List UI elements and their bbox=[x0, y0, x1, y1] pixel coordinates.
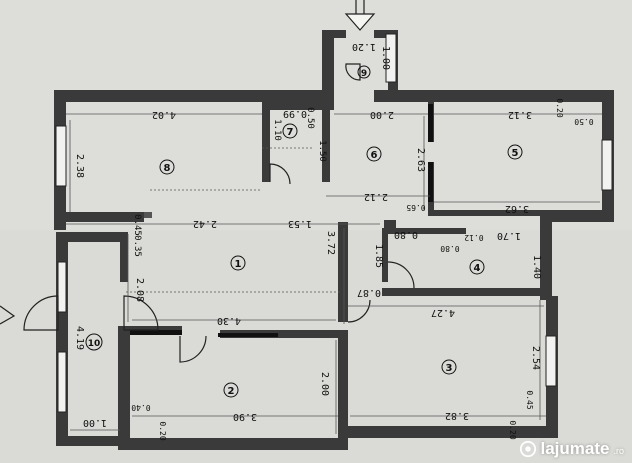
room-label-4: 4 bbox=[469, 259, 485, 275]
dim-2-00-r2: 2.00 bbox=[319, 372, 330, 396]
dim-2-00-hall: 2.00 bbox=[370, 109, 394, 120]
dimension-labels: 1.20 1.00 4.02 0.99 0.50 1.10 1.50 2.00 … bbox=[74, 41, 594, 441]
dim-0-20-a: 0.20 bbox=[555, 98, 564, 117]
dim-0-35: 0.35 bbox=[132, 235, 142, 257]
dim-0-12: 0.12 bbox=[464, 233, 483, 242]
dim-0-45: 0.45 bbox=[132, 214, 142, 236]
dim-1-20: 1.20 bbox=[352, 41, 376, 52]
svg-text:2: 2 bbox=[228, 386, 235, 397]
svg-text:1: 1 bbox=[235, 259, 242, 270]
room-label-6: 6 bbox=[366, 146, 382, 162]
svg-text:10: 10 bbox=[88, 339, 101, 349]
dim-0-80-a: 0.80 bbox=[394, 229, 418, 240]
entrance-arrow-icon bbox=[344, 0, 376, 31]
svg-text:9: 9 bbox=[361, 69, 367, 79]
dim-1-00-bottom: 1.00 bbox=[83, 417, 107, 428]
dim-0-50-b: 0.50 bbox=[574, 117, 593, 126]
dimension-lines bbox=[66, 113, 602, 434]
dim-4-27: 4.27 bbox=[431, 307, 455, 318]
door-swings bbox=[23, 63, 415, 363]
dim-2-12: 2.12 bbox=[364, 191, 388, 202]
dim-3-62: 3.62 bbox=[505, 203, 529, 214]
dim-2-54: 2.54 bbox=[530, 346, 541, 370]
svg-text:4: 4 bbox=[474, 263, 481, 274]
dim-1-70: 1.70 bbox=[497, 230, 521, 241]
room-label-5: 5 bbox=[507, 144, 523, 160]
dim-4-02: 4.02 bbox=[152, 109, 176, 120]
dim-4-30: 4.30 bbox=[217, 315, 241, 326]
room-label-10: 10 bbox=[85, 333, 103, 351]
room-labels: 8 7 6 5 1 4 10 2 bbox=[85, 65, 523, 398]
dim-3-90: 3.90 bbox=[233, 411, 257, 422]
room-label-1: 1 bbox=[230, 255, 246, 271]
room-label-7: 7 bbox=[282, 123, 298, 139]
dim-3-72: 3.72 bbox=[325, 231, 336, 255]
dim-1-50: 1.50 bbox=[317, 140, 327, 162]
dim-0-87: 0.87 bbox=[357, 287, 381, 298]
dim-0-50-a: 0.50 bbox=[305, 107, 315, 129]
dim-0-20-c: 0.20 bbox=[508, 420, 517, 439]
dim-0-99: 0.99 bbox=[283, 108, 307, 119]
dim-3-12: 3.12 bbox=[508, 109, 532, 120]
dim-2-38: 2.38 bbox=[74, 154, 85, 178]
dim-1-10: 1.10 bbox=[272, 119, 282, 141]
watermark-brand: lajumate bbox=[540, 439, 610, 458]
dim-2-42: 2.42 bbox=[193, 218, 217, 229]
dim-2-63: 2.63 bbox=[415, 148, 426, 172]
dim-0-45-b: 0.45 bbox=[525, 390, 534, 409]
watermark-suffix: .ro bbox=[613, 446, 624, 456]
dim-0-80-b: 0.80 bbox=[440, 244, 459, 253]
svg-text:3: 3 bbox=[446, 363, 453, 374]
balcony-marker-icon bbox=[0, 305, 16, 325]
dim-0-65: 0.65 bbox=[406, 203, 425, 212]
svg-text:6: 6 bbox=[371, 150, 378, 161]
dim-4-19: 4.19 bbox=[74, 326, 85, 350]
svg-text:5: 5 bbox=[512, 148, 519, 159]
windows bbox=[55, 33, 613, 413]
room-label-8: 8 bbox=[159, 159, 175, 175]
dim-1-85: 1.85 bbox=[373, 244, 384, 268]
room-label-3: 3 bbox=[441, 359, 457, 375]
room-label-9: 9 bbox=[357, 65, 371, 79]
dim-3-82: 3.82 bbox=[445, 410, 469, 421]
lajumate-logo-icon bbox=[519, 440, 536, 458]
watermark: lajumate.ro bbox=[519, 439, 624, 459]
dim-1-53: 1.53 bbox=[288, 218, 312, 229]
dim-2-08: 2.08 bbox=[134, 278, 145, 302]
svg-text:7: 7 bbox=[287, 127, 294, 138]
dim-1-00-top: 1.00 bbox=[380, 46, 391, 70]
dim-0-20-b: 0.20 bbox=[158, 421, 167, 440]
dim-1-40: 1.40 bbox=[531, 255, 542, 279]
svg-text:8: 8 bbox=[164, 163, 171, 174]
dim-0-40: 0.40 bbox=[131, 403, 150, 412]
room-label-2: 2 bbox=[223, 382, 239, 398]
